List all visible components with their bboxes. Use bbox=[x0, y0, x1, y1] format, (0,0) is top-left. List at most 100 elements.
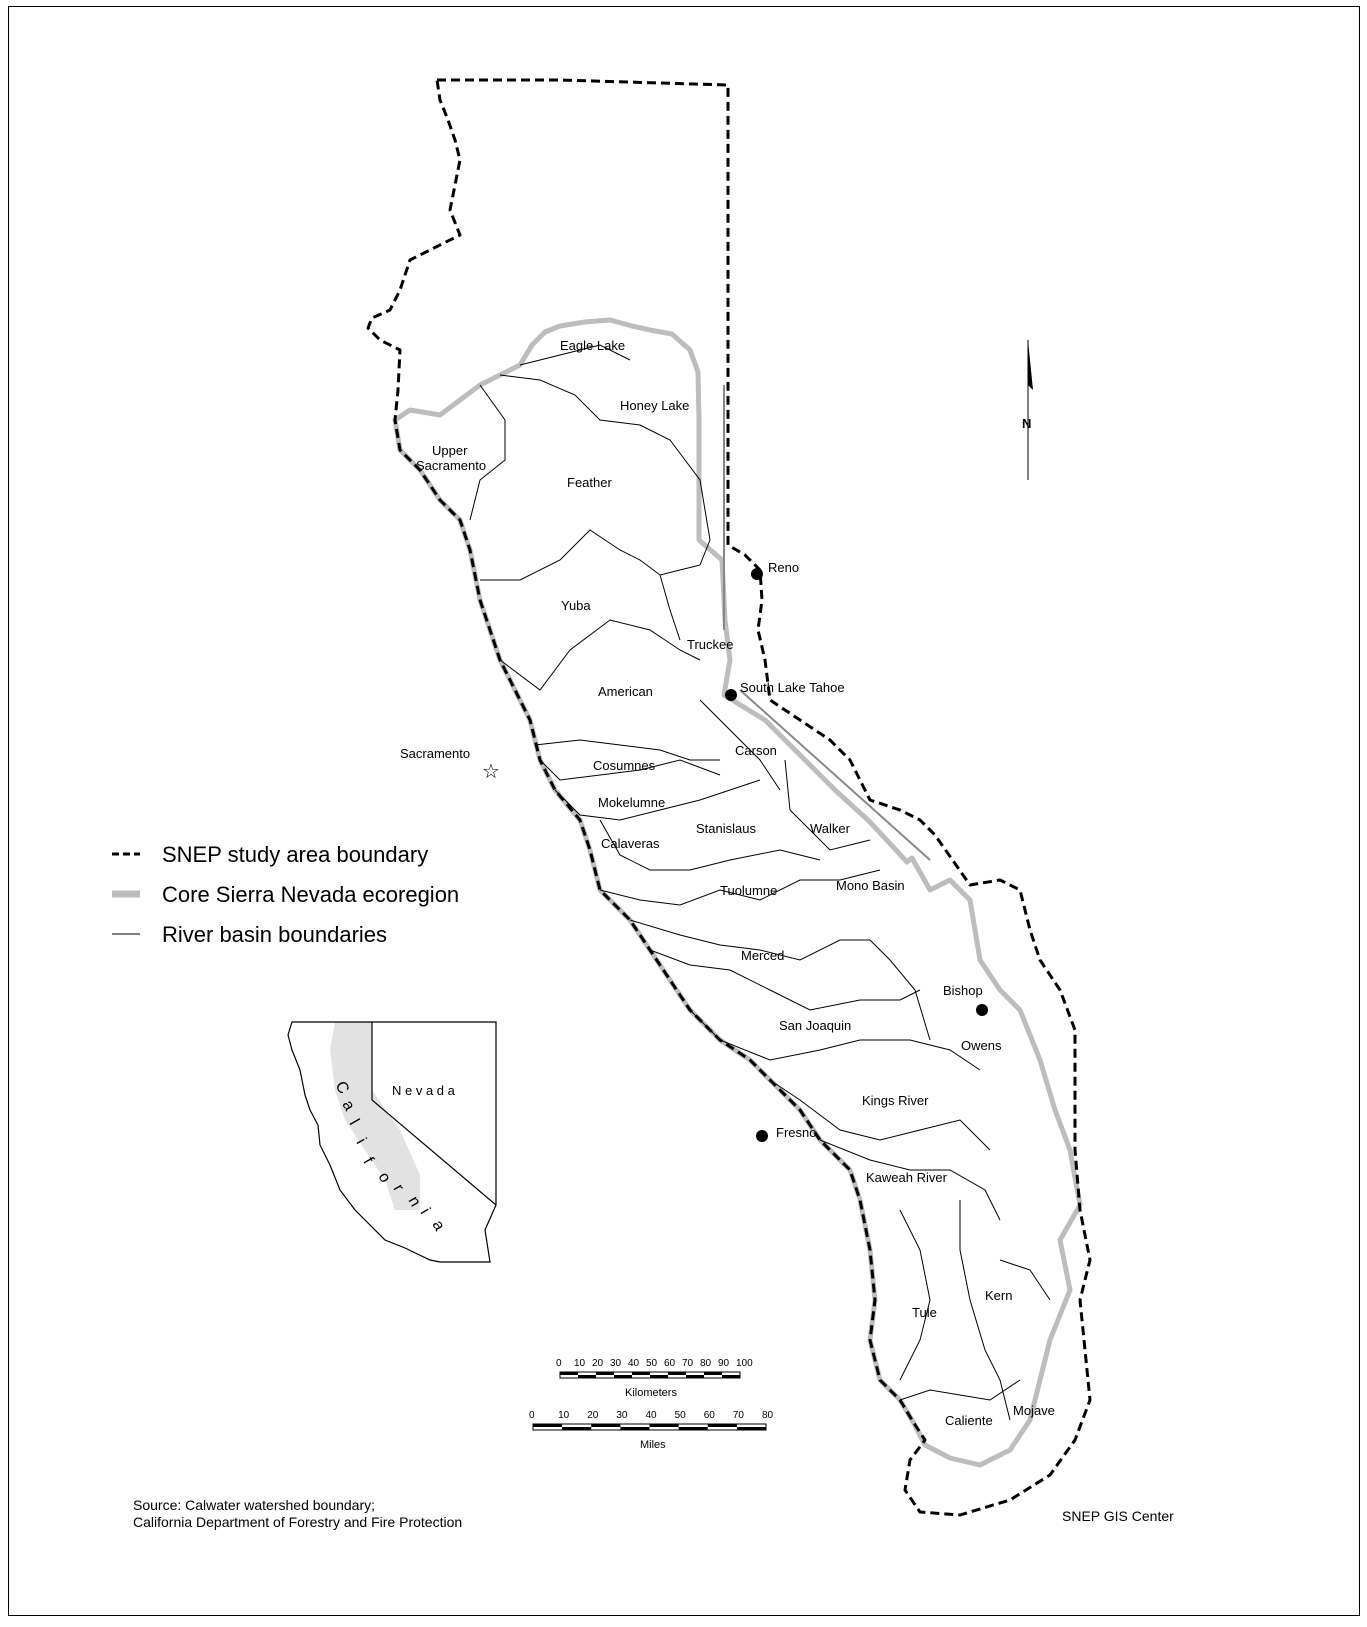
scale-segment bbox=[560, 1372, 578, 1375]
scale-tick-label: 70 bbox=[682, 1358, 694, 1369]
city-label: Reno bbox=[768, 560, 799, 575]
scale-tick-label: 50 bbox=[646, 1358, 658, 1369]
scale-tick-label: 30 bbox=[616, 1410, 628, 1421]
bishop-marker-icon bbox=[976, 1004, 988, 1016]
basin-label: Tuolumne bbox=[720, 883, 777, 898]
legend-river-label: River basin boundaries bbox=[162, 922, 387, 947]
sacramento-star-icon: ☆ bbox=[482, 759, 500, 783]
basin-label: Kaweah River bbox=[866, 1170, 948, 1185]
scale-segment bbox=[578, 1375, 596, 1378]
scale-tick-label: 100 bbox=[736, 1358, 753, 1369]
scale-segment bbox=[596, 1372, 614, 1375]
scale-segment bbox=[632, 1372, 650, 1375]
basin-label: Kings River bbox=[862, 1093, 929, 1108]
basin-label: Tule bbox=[912, 1305, 937, 1320]
scale-tick-label: 60 bbox=[704, 1410, 716, 1421]
basin-label: Kern bbox=[985, 1288, 1012, 1303]
svg-text:i: i bbox=[353, 1136, 370, 1148]
basin-label: Cosumnes bbox=[593, 758, 656, 773]
scale-segment bbox=[668, 1372, 686, 1375]
south-lake-tahoe-marker-icon bbox=[725, 689, 737, 701]
basin-label: Sacramento bbox=[416, 458, 486, 473]
scale-segment bbox=[614, 1375, 632, 1378]
legend-snep-label: SNEP study area boundary bbox=[162, 842, 428, 867]
scale-km-label: Kilometers bbox=[625, 1387, 677, 1399]
basin-label: San Joaquin bbox=[779, 1018, 851, 1033]
credit-label: SNEP GIS Center bbox=[1062, 1508, 1174, 1524]
scale-segment bbox=[704, 1372, 722, 1375]
city-label: Sacramento bbox=[400, 746, 470, 761]
source-line-1: Source: Calwater watershed boundary; bbox=[133, 1497, 375, 1513]
scale-segment bbox=[562, 1427, 592, 1430]
basin-label: American bbox=[598, 684, 653, 699]
scale-segment bbox=[591, 1424, 621, 1427]
north-arrow-icon: N bbox=[1022, 340, 1033, 480]
inset-states-outline bbox=[287, 1021, 497, 1263]
city-label: Bishop bbox=[943, 983, 983, 998]
scale-tick-label: 60 bbox=[664, 1358, 676, 1369]
scale-mi-label: Miles bbox=[640, 1439, 666, 1451]
basin-label: Truckee bbox=[687, 637, 733, 652]
scale-tick-label: 10 bbox=[558, 1410, 570, 1421]
scale-tick-label: 90 bbox=[718, 1358, 730, 1369]
basin-label: Mono Basin bbox=[836, 878, 905, 893]
scale-tick-label: 20 bbox=[587, 1410, 599, 1421]
source-line-2: California Department of Forestry and Fi… bbox=[133, 1514, 462, 1530]
scale-tick-label: 40 bbox=[628, 1358, 640, 1369]
scale-segment bbox=[686, 1375, 704, 1378]
basin-label: Stanislaus bbox=[696, 821, 756, 836]
fresno-marker-icon bbox=[756, 1130, 768, 1142]
scale-tick-label: 20 bbox=[592, 1358, 604, 1369]
nevada-state-line bbox=[723, 385, 931, 861]
river-basin-boundaries bbox=[469, 344, 1051, 1421]
basin-label: Merced bbox=[741, 948, 784, 963]
scale-segment bbox=[650, 1375, 668, 1378]
scale-segment bbox=[620, 1427, 650, 1430]
scale-segment bbox=[736, 1427, 766, 1430]
scale-tick-label: 80 bbox=[700, 1358, 712, 1369]
scale-tick-label: 30 bbox=[610, 1358, 622, 1369]
legend-core-label: Core Sierra Nevada ecoregion bbox=[162, 882, 459, 907]
legend: SNEP study area boundary Core Sierra Nev… bbox=[112, 842, 459, 947]
inset-nv-ca-border bbox=[371, 1022, 497, 1206]
scale-segment bbox=[649, 1424, 679, 1427]
scale-tick-label: 80 bbox=[762, 1410, 774, 1421]
scale-segment bbox=[707, 1424, 737, 1427]
basin-label: Owens bbox=[961, 1038, 1002, 1053]
scale-tick-label: 50 bbox=[675, 1410, 687, 1421]
scale-tick-label: 10 bbox=[574, 1358, 586, 1369]
basin-label: Eagle Lake bbox=[560, 338, 625, 353]
basin-label: Yuba bbox=[561, 598, 591, 613]
scale-segment bbox=[678, 1427, 708, 1430]
scale-bar-km: 0 10 20 30 40 50 60 70 80 90 100 Kilometers bbox=[556, 1358, 753, 1399]
svg-text:a: a bbox=[429, 1218, 448, 1234]
inset-nevada-label: N e v a d a bbox=[392, 1083, 456, 1098]
map-frame bbox=[8, 6, 1360, 1616]
basin-label: Upper bbox=[432, 443, 468, 458]
scale-bar-miles: 0 10 20 30 40 50 60 70 80 Miles bbox=[529, 1410, 774, 1451]
scale-tick-label: 0 bbox=[556, 1358, 562, 1369]
scale-tick-label: 70 bbox=[733, 1410, 745, 1421]
basin-label: Mokelumne bbox=[598, 795, 665, 810]
scale-segment bbox=[722, 1375, 740, 1378]
svg-text:l: l bbox=[346, 1117, 363, 1129]
scale-tick-label: 0 bbox=[529, 1410, 535, 1421]
city-label: Fresno bbox=[776, 1125, 816, 1140]
basin-label: Calaveras bbox=[601, 836, 660, 851]
basin-label: Carson bbox=[735, 743, 777, 758]
svg-text:i: i bbox=[417, 1206, 434, 1218]
svg-text:N: N bbox=[1022, 416, 1031, 431]
basin-label: Honey Lake bbox=[620, 398, 689, 413]
basin-label: Caliente bbox=[945, 1413, 993, 1428]
basin-label: Walker bbox=[810, 821, 851, 836]
basin-label: Mojave bbox=[1013, 1403, 1055, 1418]
inset-map: N e v a d a C a l i f o r n i a bbox=[287, 1021, 497, 1263]
snep-study-area-boundary bbox=[366, 78, 1092, 1517]
city-label: South Lake Tahoe bbox=[740, 680, 845, 695]
inset-sierra-fill bbox=[330, 1022, 420, 1210]
scale-segment bbox=[533, 1424, 563, 1427]
scale-tick-label: 40 bbox=[646, 1410, 658, 1421]
reno-marker-icon bbox=[751, 568, 763, 580]
basin-label: Feather bbox=[567, 475, 612, 490]
